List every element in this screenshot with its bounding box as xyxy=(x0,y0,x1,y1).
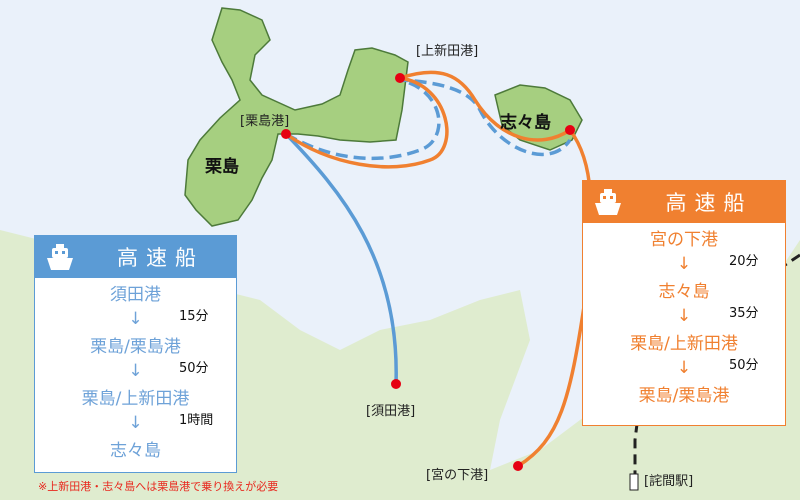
shishijima-port-marker[interactable] xyxy=(565,125,575,135)
travel-time: 35分 xyxy=(729,306,759,321)
railway xyxy=(633,253,800,480)
arrow-down-icon: ↓ xyxy=(676,306,692,326)
stop: 宮の下港 xyxy=(650,230,718,250)
ship-icon xyxy=(583,187,633,217)
ship-icon xyxy=(35,242,85,272)
stop: 志々島 xyxy=(110,441,161,461)
travel-time: 50分 xyxy=(729,358,759,373)
panel-title: 高速船 xyxy=(665,191,753,215)
blue-route-dashed xyxy=(285,78,572,161)
awashima-label: 栗島 xyxy=(205,157,239,177)
stop: 須田港 xyxy=(110,285,161,305)
arrow-down-icon: ↓ xyxy=(128,413,143,433)
awashima-port-label: [栗島港] xyxy=(240,114,290,129)
stop: 栗島/栗島港 xyxy=(90,337,181,357)
arrow-down-icon: ↓ xyxy=(676,254,692,274)
travel-time: 15分 xyxy=(179,309,209,324)
awashima-port-marker[interactable] xyxy=(281,129,291,139)
kamishinden-port-label: [上新田港] xyxy=(416,44,479,59)
panel-title: 高速船 xyxy=(117,246,204,270)
port-markers xyxy=(281,73,575,471)
panel-header: 高速船 xyxy=(35,236,236,278)
travel-time: 50分 xyxy=(179,361,209,376)
stop: 志々島 xyxy=(658,282,710,302)
kamishinden-port-marker[interactable] xyxy=(395,73,405,83)
shishijima-label: 志々島 xyxy=(500,113,551,133)
stop: 栗島/栗島港 xyxy=(638,386,730,406)
suda-port-label: [須田港] xyxy=(366,404,416,419)
takuma-station-label: [詫間駅] xyxy=(644,474,694,489)
arrow-down-icon: ↓ xyxy=(676,358,692,378)
blue-route xyxy=(284,132,398,385)
miyanoshita-port-label: [宮の下港] xyxy=(426,468,489,483)
travel-time: 1時間 xyxy=(179,413,214,428)
station-marker xyxy=(629,473,639,491)
miyanoshita-port-marker[interactable] xyxy=(513,461,523,471)
orange-route-panel: 高速船 宮の下港 ↓ 20分 志々島 ↓ 35分 栗島/上新田港 ↓ 50分 栗島/栗… xyxy=(582,180,786,426)
stop: 栗島/上新田港 xyxy=(81,389,190,409)
arrow-down-icon: ↓ xyxy=(128,361,143,381)
arrow-down-icon: ↓ xyxy=(128,309,143,329)
transfer-note: ※上新田港・志々島へは栗島港で乗り換えが必要 xyxy=(38,480,279,493)
blue-route-panel: 高速船 須田港 ↓ 15分 栗島/栗島港 ↓ 50分 栗島/上新田港 ↓ 1時間 志々… xyxy=(34,235,237,473)
awashima-island xyxy=(184,7,409,227)
panel-header: 高速船 xyxy=(583,181,785,223)
suda-port-marker[interactable] xyxy=(391,379,401,389)
travel-time: 20分 xyxy=(729,254,759,269)
stop: 栗島/上新田港 xyxy=(630,334,738,354)
